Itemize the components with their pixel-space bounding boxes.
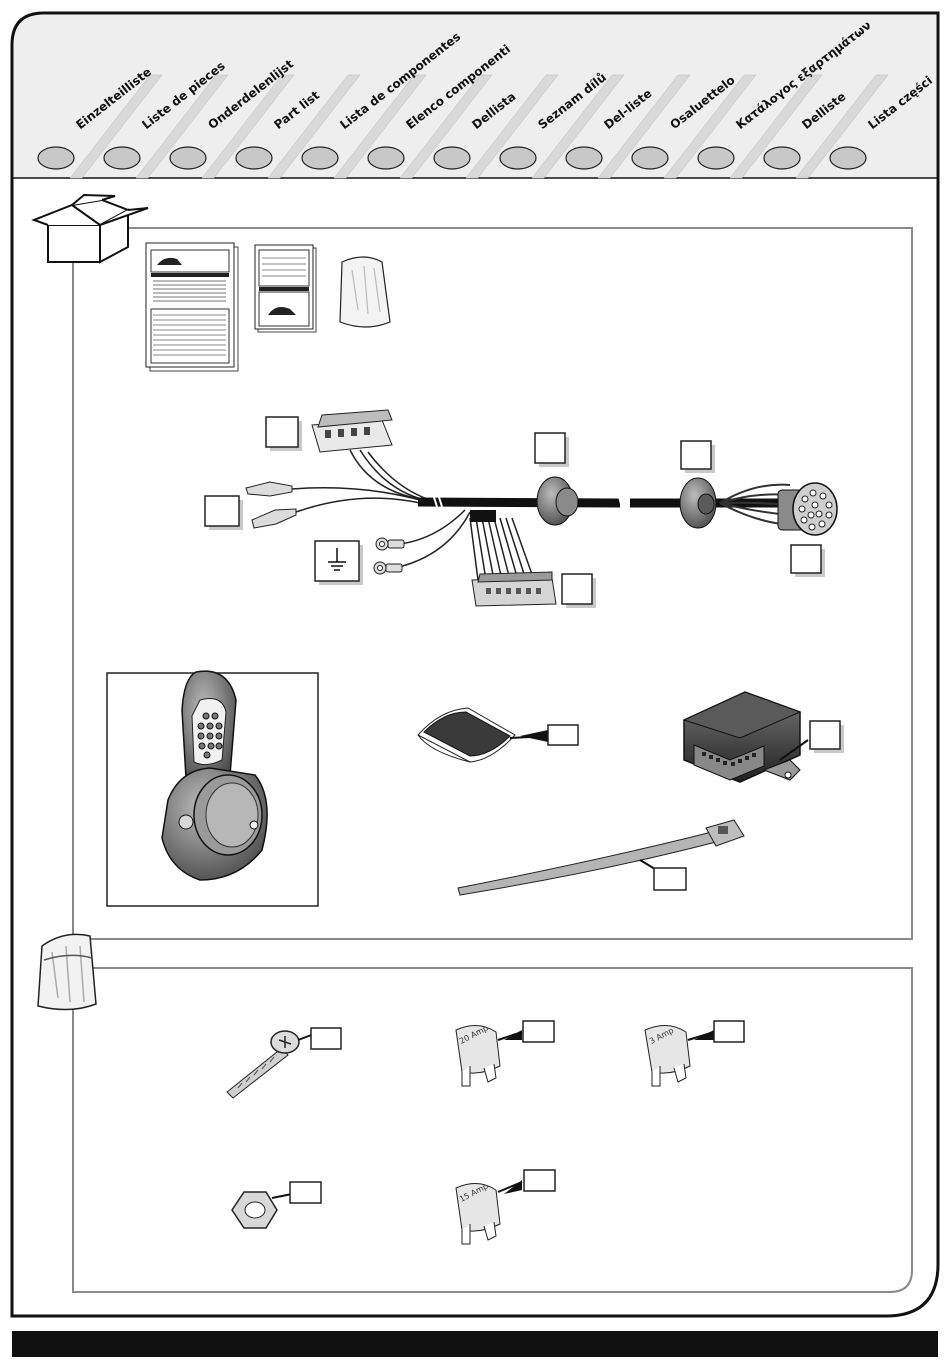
instruction-sheet-1 — [146, 243, 238, 371]
bag-panel — [73, 968, 912, 1292]
top-connector — [312, 410, 392, 452]
footer-bar — [12, 1331, 938, 1357]
instruction-sheet-2 — [255, 245, 316, 332]
plastic-bag-icon — [38, 934, 96, 1009]
small-plastic-bag-icon — [340, 257, 390, 327]
bottom-connector — [472, 572, 556, 606]
13-pin-plug — [778, 483, 837, 535]
